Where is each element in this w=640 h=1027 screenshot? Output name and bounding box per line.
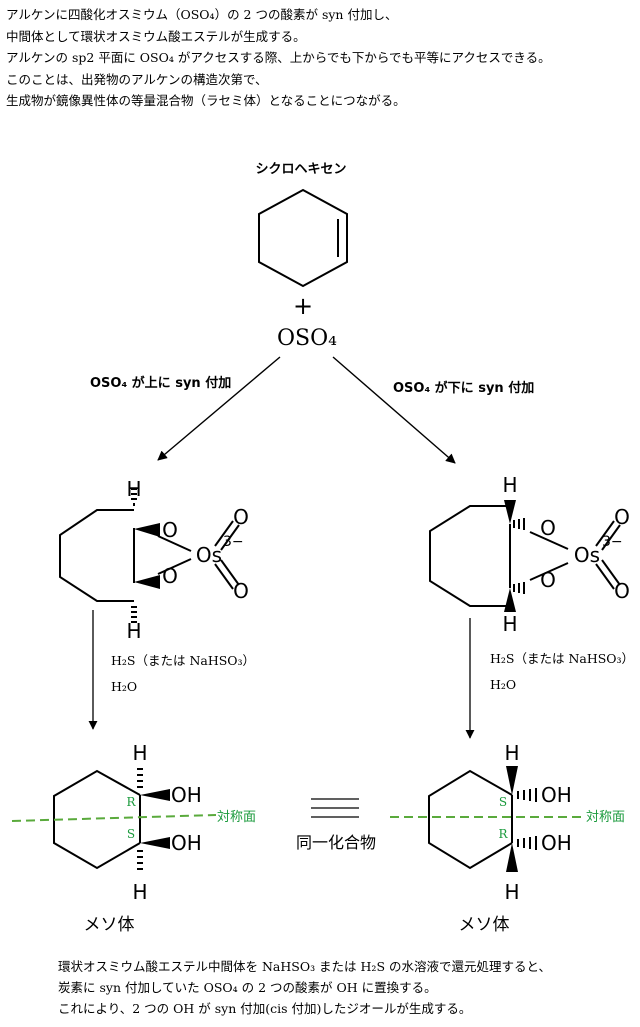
arrow-left-path: [157, 356, 281, 461]
meso-label-right: メソ体: [459, 915, 510, 935]
ester-right-charge: 3−: [602, 534, 623, 550]
ester-left-o-top: O: [162, 518, 178, 542]
reduction-right-line2: H₂O: [490, 677, 516, 692]
diol-left-oh-top: OH: [171, 783, 202, 807]
outro-line: 炭素に syn 付加していた OSO₄ の 2 つの酸素が OH に置換する。: [58, 980, 437, 995]
outro-line: 環状オスミウム酸エステル中間体を NaHSO₃ または H₂S の水溶液で還元処…: [58, 959, 551, 974]
symmetry-plane-label-right: 対称面: [586, 810, 625, 825]
intro-line: 中間体として環状オスミウム酸エステルが生成する。: [6, 28, 306, 44]
ester-right-os: Os: [574, 543, 600, 567]
diol-product-left: H H OH OH R S: [53, 741, 202, 904]
ester-left-h-bottom: H: [126, 619, 141, 643]
arrow-right-path: [332, 356, 456, 464]
reduction-left-line1: H₂S（または NaHSO₃）: [111, 653, 255, 668]
intro-line: アルケンの sp2 平面に OSO₄ がアクセスする際、上からでも下からでも平等…: [6, 50, 551, 65]
diol-product-right: H H OH OH S R: [428, 741, 572, 904]
ester-left-o-lower: O: [233, 579, 249, 603]
ester-left-charge: 3−: [223, 534, 244, 550]
reduction-right-line1: H₂S（または NaHSO₃）: [490, 651, 634, 666]
diol-left-stereo-top: R: [126, 795, 136, 809]
diol-right-h-top: H: [504, 741, 519, 765]
outro-line: これにより、2 つの OH が syn 付加(cis 付加)したジオールが生成す…: [58, 1001, 472, 1016]
left-path-label: OSO₄ が上に syn 付加: [90, 375, 231, 391]
osmate-ester-right: H H O O Os 3− O O: [429, 473, 630, 636]
outro-paragraph: 環状オスミウム酸エステル中間体を NaHSO₃ または H₂S の水溶液で還元処…: [58, 956, 638, 1019]
intro-line: 生成物が鏡像異性体の等量混合物（ラセミ体）となることにつながる。: [6, 93, 406, 108]
ester-right-h-top: H: [502, 473, 517, 497]
diol-left-h-bottom: H: [132, 880, 147, 904]
diol-right-stereo-bottom: R: [498, 827, 508, 841]
ester-left-h-top: H: [126, 477, 141, 501]
ester-left-o-bottom: O: [162, 564, 178, 588]
cyclohexene-name: シクロヘキセン: [255, 162, 346, 177]
ester-right-o-lower: O: [614, 579, 630, 603]
intro-paragraph: アルケンに四酸化オスミウム（OSO₄）の 2 つの酸素が syn 付加し、 中間…: [6, 4, 638, 112]
ester-right-o-top: O: [540, 516, 556, 540]
equivalence-symbol: [311, 798, 359, 818]
diol-right-h-bottom: H: [504, 880, 519, 904]
ester-right-o-upper: O: [614, 505, 630, 529]
reduction-left-line2: H₂O: [111, 679, 137, 694]
diol-right-oh-top: OH: [541, 783, 572, 807]
diol-left-oh-bottom: OH: [171, 831, 202, 855]
same-compound-label: 同一化合物: [296, 833, 376, 852]
meso-label-left: メソ体: [84, 915, 135, 935]
symmetry-plane-label-left: 対称面: [217, 810, 256, 825]
osmate-ester-left: H H O O Os 3− O O: [59, 477, 249, 643]
intro-line: アルケンに四酸化オスミウム（OSO₄）の 2 つの酸素が syn 付加し、: [6, 7, 398, 22]
ester-right-o-bottom: O: [540, 568, 556, 592]
diol-right-stereo-top: S: [499, 795, 507, 809]
oso4-reagent: OSO₄: [277, 326, 337, 351]
intro-line: このことは、出発物のアルケンの構造次第で、: [6, 71, 268, 87]
ester-left-o-upper: O: [233, 505, 249, 529]
ester-right-h-bottom: H: [502, 612, 517, 636]
cyclohexene-structure: [258, 188, 348, 288]
diol-left-h-top: H: [132, 741, 147, 765]
diol-left-stereo-bottom: S: [127, 827, 135, 841]
plus-sign: +: [293, 292, 313, 320]
right-path-label: OSO₄ が下に syn 付加: [393, 380, 534, 396]
diol-right-oh-bottom: OH: [541, 831, 572, 855]
symmetry-plane-left: [11, 814, 217, 822]
ester-left-os: Os: [196, 543, 222, 567]
